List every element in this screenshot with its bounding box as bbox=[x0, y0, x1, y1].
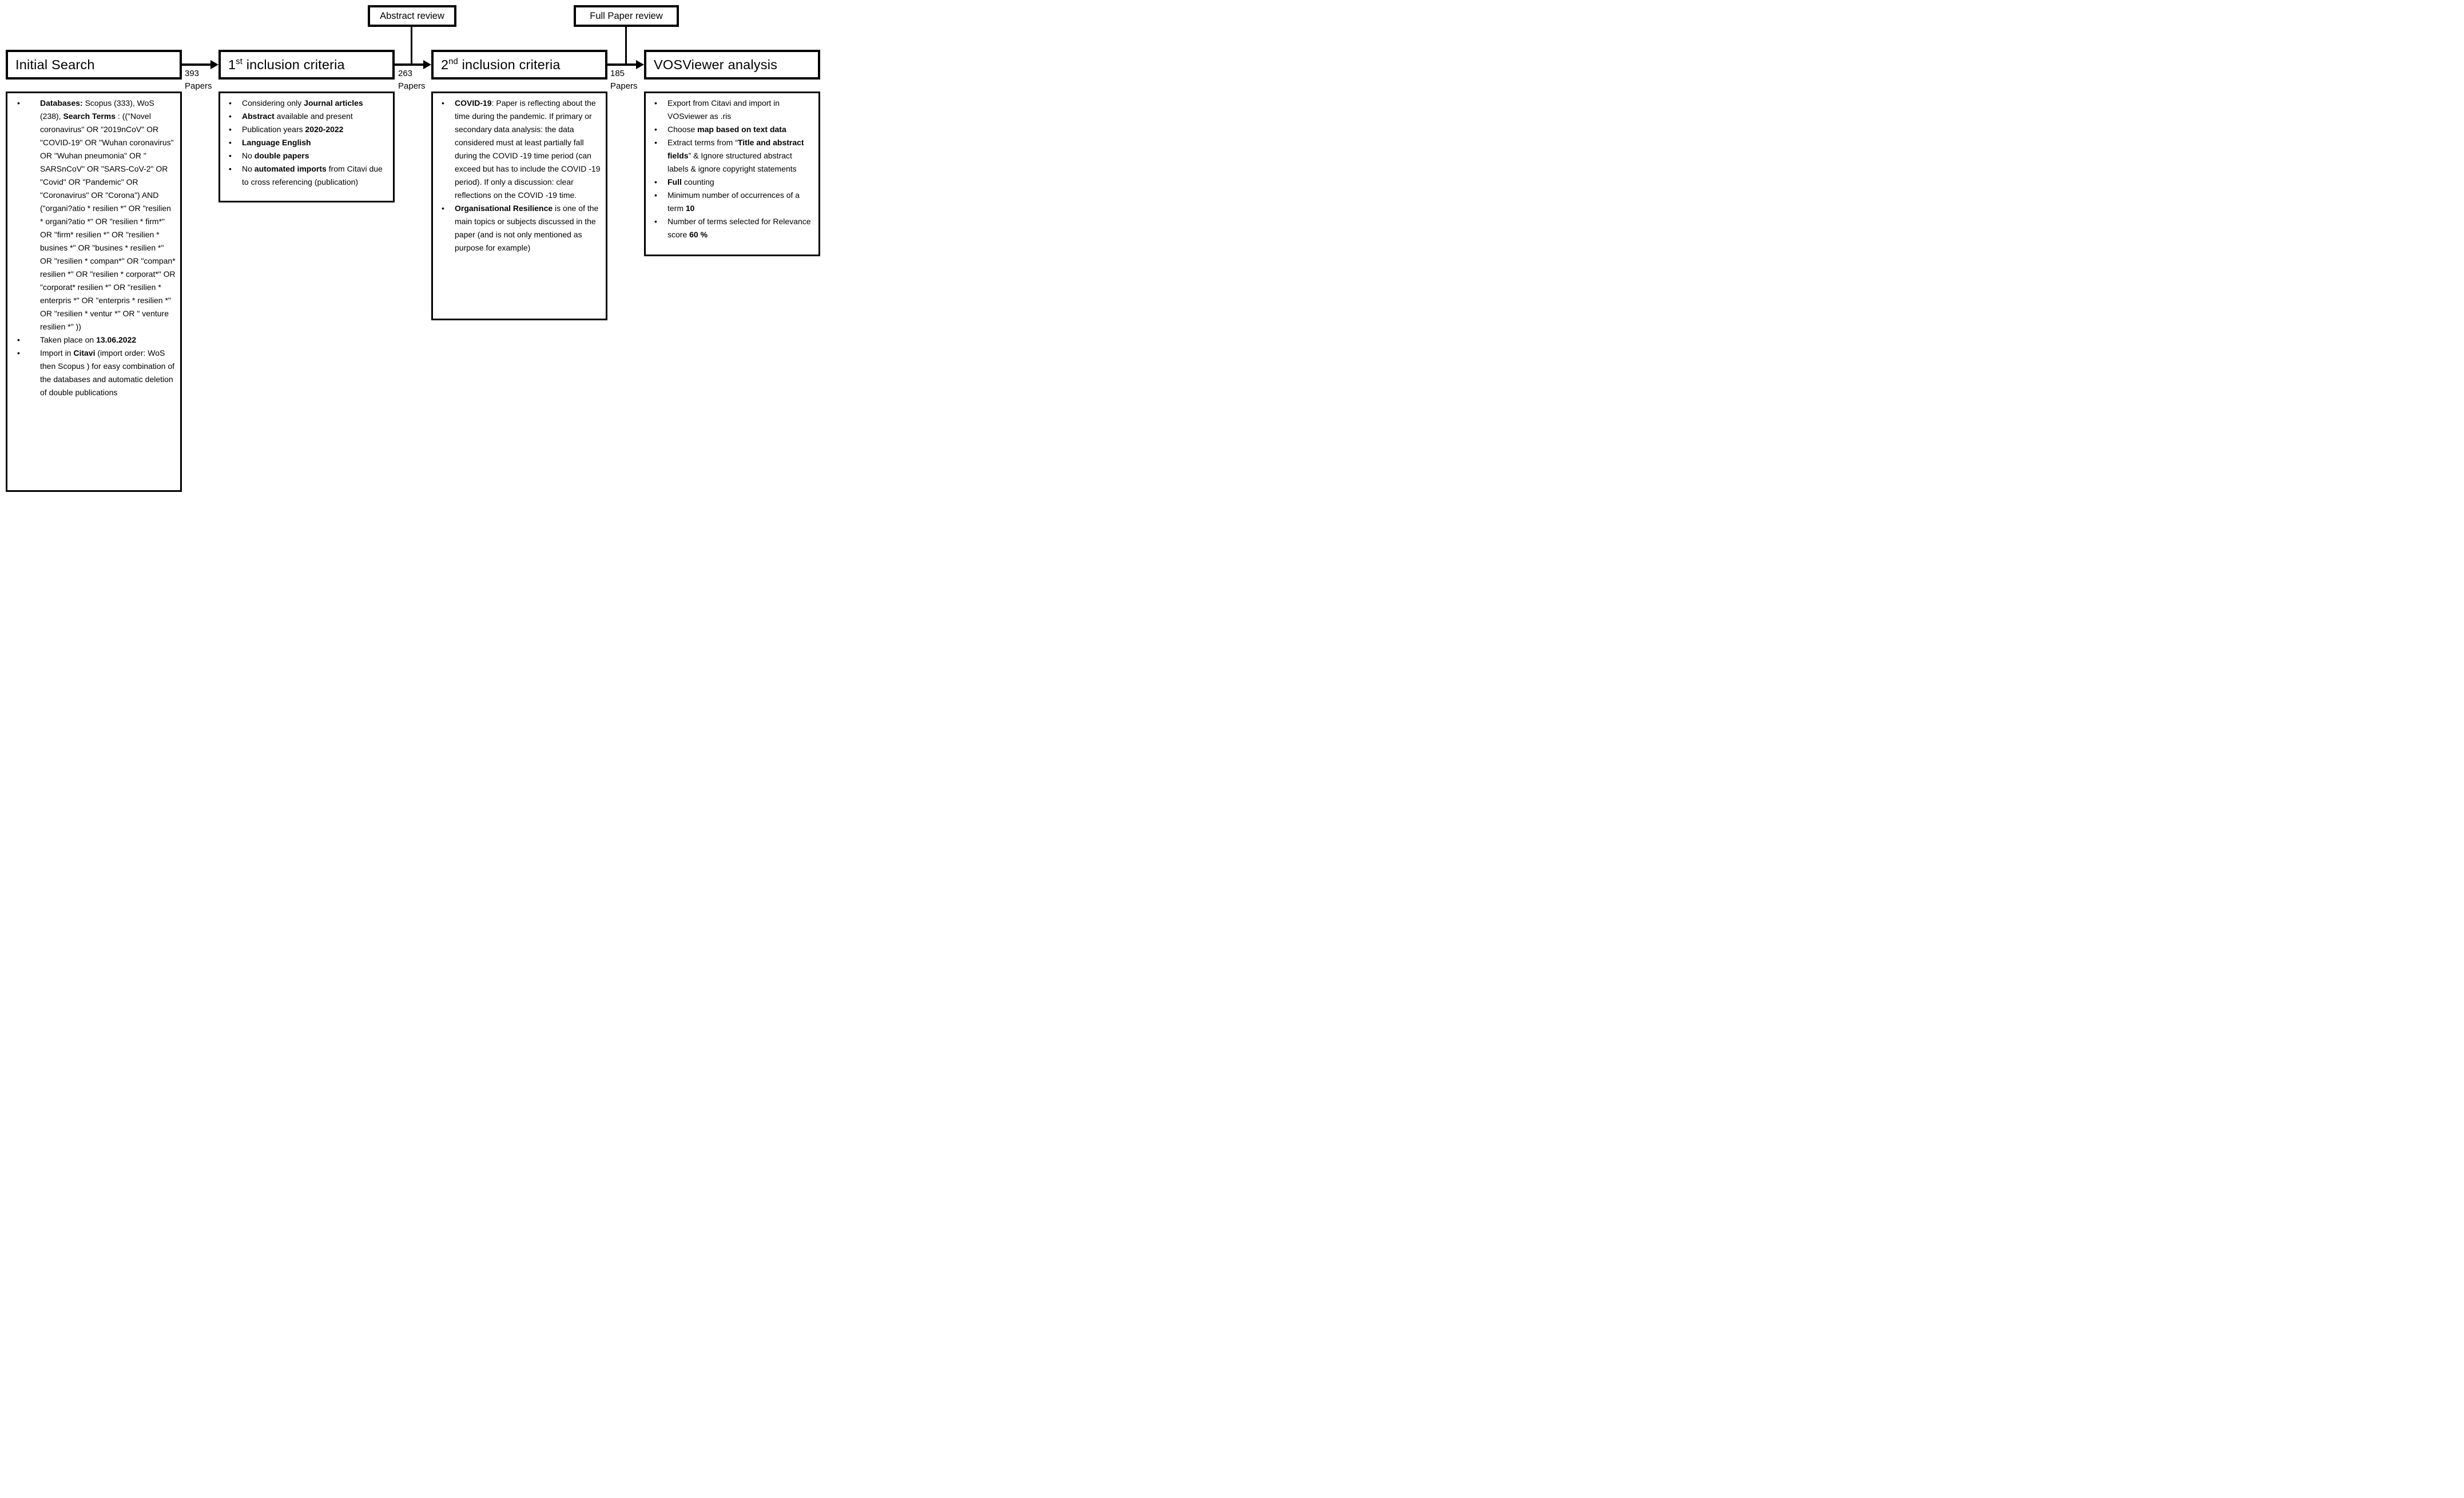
header-box-second-inclusion-criteria: 2nd inclusion criteria bbox=[431, 50, 607, 80]
paper-count-value: 185 bbox=[610, 69, 625, 78]
paper-count-label-393: 393 Papers bbox=[185, 67, 212, 93]
paper-count-label-263: 263 Papers bbox=[398, 67, 426, 93]
bullet-item: Import in Citavi (import order: WoS then… bbox=[7, 347, 176, 399]
detail-box-second-inclusion-criteria: COVID-19: Paper is reflecting about the … bbox=[431, 92, 607, 320]
header-box-initial-search: Initial Search bbox=[6, 50, 182, 80]
bullet-item: Full counting bbox=[646, 176, 814, 189]
bullet-list: Export from Citavi and import in VOSview… bbox=[646, 93, 818, 241]
detail-box-first-inclusion-criteria: Considering only Journal articlesAbstrac… bbox=[218, 92, 395, 202]
bullet-item: Publication years 2020-2022 bbox=[220, 123, 388, 136]
bullet-item: Number of terms selected for Relevance s… bbox=[646, 215, 814, 241]
paper-count-unit: Papers bbox=[610, 81, 638, 91]
bullet-item: COVID-19: Paper is reflecting about the … bbox=[433, 97, 601, 202]
full-paper-review-box: Full Paper review bbox=[574, 5, 679, 27]
flow-arrow-line bbox=[394, 63, 423, 66]
bullet-item: No double papers bbox=[220, 149, 388, 162]
bullet-item: Choose map based on text data bbox=[646, 123, 814, 136]
connector-line-abstract-review bbox=[411, 26, 412, 66]
connector-line-full-paper-review bbox=[625, 26, 627, 66]
arrow-right-icon bbox=[636, 60, 644, 69]
header-title: 1st inclusion criteria bbox=[228, 57, 345, 72]
paper-count-unit: Papers bbox=[398, 81, 426, 91]
abstract-review-label: Abstract review bbox=[380, 10, 444, 21]
flowchart-canvas: Abstract review Full Paper review Initia… bbox=[0, 0, 821, 499]
bullet-item: Export from Citavi and import in VOSview… bbox=[646, 97, 814, 123]
abstract-review-box: Abstract review bbox=[368, 5, 456, 27]
arrow-right-icon bbox=[423, 60, 431, 69]
bullet-item: Language English bbox=[220, 136, 388, 149]
bullet-item: Abstract available and present bbox=[220, 110, 388, 123]
bullet-item: Minimum number of occurrences of a term … bbox=[646, 189, 814, 215]
paper-count-label-185: 185 Papers bbox=[610, 67, 638, 93]
paper-count-value: 393 bbox=[185, 69, 200, 78]
header-title: VOSViewer analysis bbox=[654, 57, 778, 72]
bullet-item: Databases: Scopus (333), WoS (238), Sear… bbox=[7, 97, 176, 333]
flow-arrow-line bbox=[606, 63, 636, 66]
bullet-item: No automated imports from Citavi due to … bbox=[220, 162, 388, 189]
bullet-list: COVID-19: Paper is reflecting about the … bbox=[433, 93, 606, 255]
header-box-vosviewer-analysis: VOSViewer analysis bbox=[644, 50, 820, 80]
bullet-item: Taken place on 13.06.2022 bbox=[7, 333, 176, 347]
bullet-item: Considering only Journal articles bbox=[220, 97, 388, 110]
header-box-first-inclusion-criteria: 1st inclusion criteria bbox=[218, 50, 395, 80]
bullet-list: Databases: Scopus (333), WoS (238), Sear… bbox=[7, 93, 180, 399]
detail-box-initial-search: Databases: Scopus (333), WoS (238), Sear… bbox=[6, 92, 182, 492]
bullet-item: Extract terms from “Title and abstract f… bbox=[646, 136, 814, 176]
bullet-item: Organisational Resilience is one of the … bbox=[433, 202, 601, 255]
paper-count-unit: Papers bbox=[185, 81, 212, 91]
detail-box-vosviewer-analysis: Export from Citavi and import in VOSview… bbox=[644, 92, 820, 256]
bullet-list: Considering only Journal articlesAbstrac… bbox=[220, 93, 393, 189]
flow-arrow-line bbox=[181, 63, 210, 66]
header-title: Initial Search bbox=[15, 57, 95, 72]
full-paper-review-label: Full Paper review bbox=[590, 10, 663, 21]
paper-count-value: 263 bbox=[398, 69, 413, 78]
arrow-right-icon bbox=[210, 60, 218, 69]
header-title: 2nd inclusion criteria bbox=[441, 57, 561, 72]
